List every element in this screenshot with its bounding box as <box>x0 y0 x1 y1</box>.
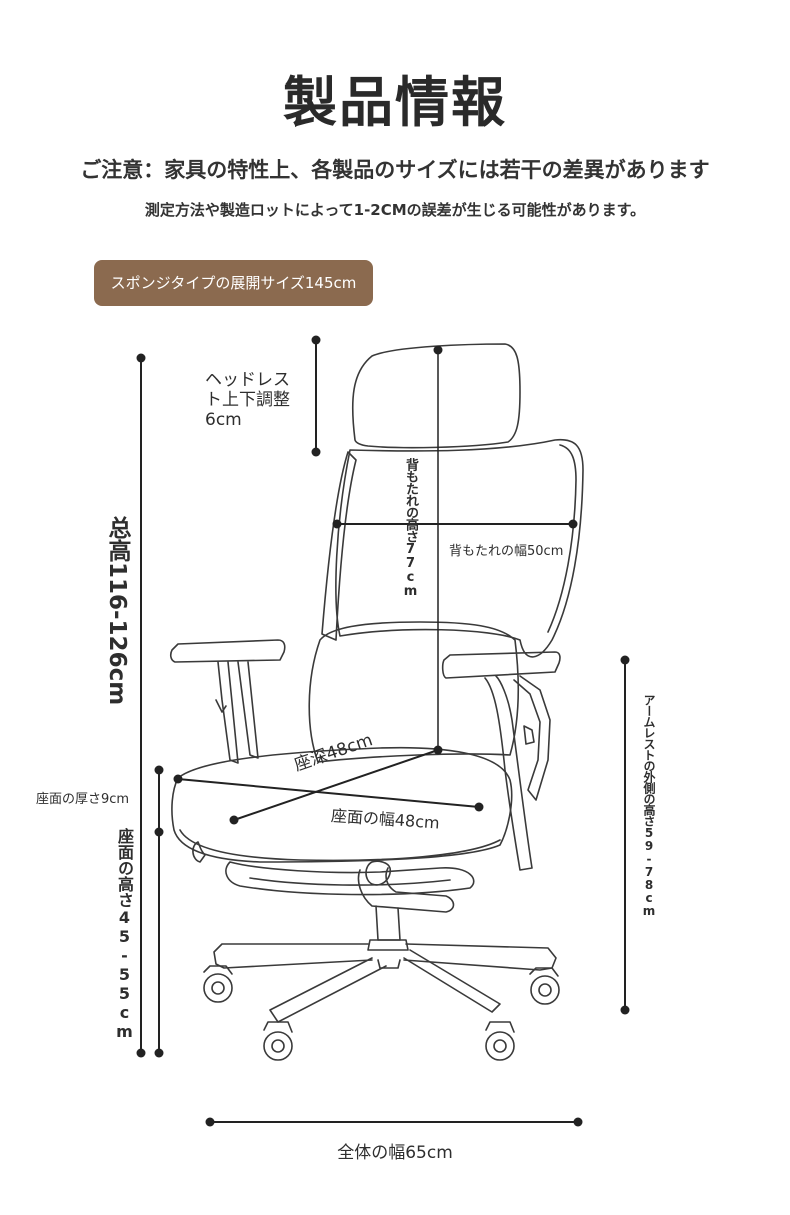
caster-wheels <box>203 965 560 1061</box>
headrest-adjust-label: ヘッドレス ト上下調整 6cm <box>205 370 290 430</box>
armrest-height-label: アームレストの外側の高さ59-78cm <box>642 694 656 917</box>
size-variance-note: ご注意：家具の特性上、各製品のサイズには若干の差異があります <box>80 158 710 182</box>
page-title: 製品情報 <box>283 71 507 134</box>
total-height-label: 总高116-126cm <box>104 516 130 706</box>
overall-width-label: 全体の幅65cm <box>337 1143 453 1163</box>
headrest-label-line-2: ト上下調整 <box>205 390 290 410</box>
headrest-label-line-3: 6cm <box>205 410 242 430</box>
dimension-lines <box>136 335 630 1127</box>
measurement-error-note: 測定方法や製造ロットによって1-2CMの誤差が生じる可能性があります。 <box>144 201 646 219</box>
seat-thickness-label: 座面の厚さ9cm <box>36 792 130 807</box>
backrest-width-label: 背もたれの幅50cm <box>449 544 564 559</box>
sponge-type-badge: スポンジタイプの展開サイズ145cm <box>94 260 373 306</box>
seat-height-label: 座面の高さ45-55cm <box>115 828 134 1041</box>
headrest-label-line-1: ヘッドレス <box>205 370 290 390</box>
backrest-height-label: 背もたれの高さ77cm <box>403 458 418 598</box>
chair-outline <box>169 343 584 1061</box>
